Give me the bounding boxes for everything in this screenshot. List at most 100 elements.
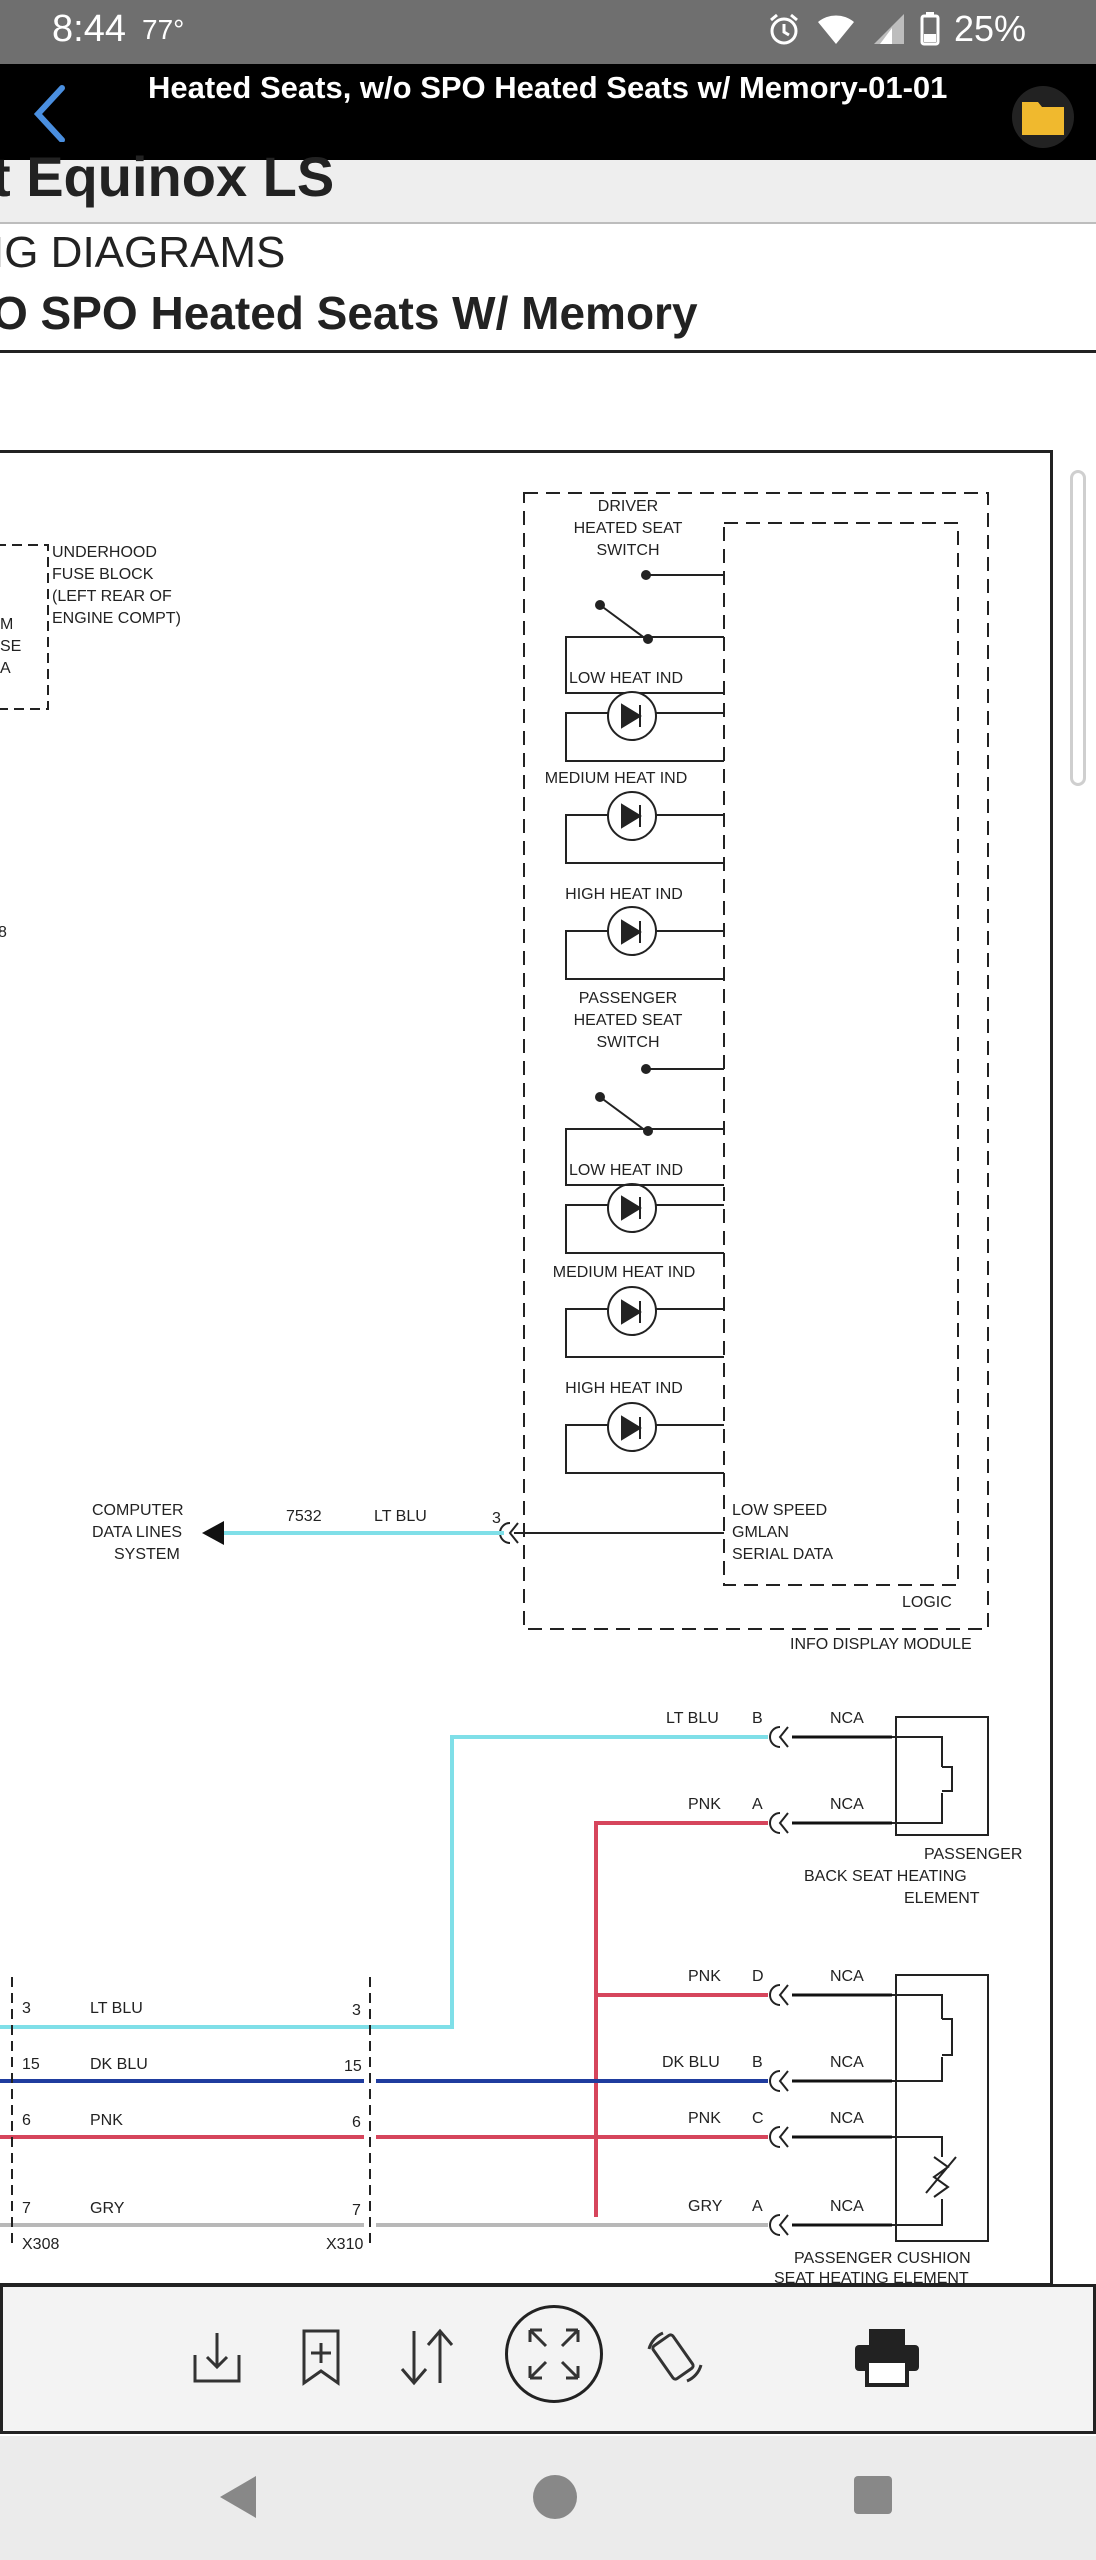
cushion-nca-d: NCA <box>830 1968 864 1985</box>
connector-x308: X308 <box>22 2236 59 2253</box>
back-pin-b: B <box>752 1710 763 1727</box>
x308-wire-dkblu: DK BLU <box>90 2056 148 2073</box>
sort-icon <box>400 2328 454 2386</box>
low-speed-label-2: GMLAN <box>732 1524 789 1541</box>
driver-switch-label-3: SWITCH <box>596 542 659 559</box>
download-icon <box>193 2333 241 2383</box>
info-display-module-box <box>523 492 989 1630</box>
cushion-pin-b: B <box>752 2054 763 2071</box>
print-icon <box>855 2329 919 2387</box>
back-nca-b: NCA <box>830 1710 864 1727</box>
driver-switch-label-2: HEATED SEAT <box>574 520 683 537</box>
cushion-nca-a: NCA <box>830 2198 864 2215</box>
x310-pin-7: 7 <box>352 2202 361 2219</box>
serial-pin: 3 <box>492 1510 501 1527</box>
system-nav-bar <box>0 2436 1096 2560</box>
logic-label: LOGIC <box>902 1594 952 1611</box>
cushion-pin-c: C <box>752 2110 764 2127</box>
passenger-medium-led <box>565 1286 724 1358</box>
battery-level: 25% <box>953 8 1026 49</box>
passenger-switch-label-2: HEATED SEAT <box>574 1012 683 1029</box>
back-element-label-2: BACK SEAT HEATING <box>804 1868 967 1885</box>
x308-pin-7: 7 <box>22 2200 31 2217</box>
fuse-label-4: ENGINE COMPT) <box>52 610 181 627</box>
low-speed-label-1: LOW SPEED <box>732 1502 827 1519</box>
back-wire-ltblu: LT BLU <box>666 1710 719 1727</box>
x308-wire-gry: GRY <box>90 2200 125 2217</box>
passenger-switch-label-1: PASSENGER <box>579 990 677 1007</box>
fuse-label-2: FUSE BLOCK <box>52 566 154 583</box>
cushion-nca-b: NCA <box>830 2054 864 2071</box>
passenger-high-led <box>565 1402 724 1474</box>
recents-icon[interactable] <box>850 2472 896 2518</box>
scrollbar[interactable] <box>1070 470 1086 786</box>
cushion-wire-pnk-c: PNK <box>688 2110 721 2127</box>
x308-pin-6: 6 <box>22 2112 31 2129</box>
back-pin-a: A <box>752 1796 763 1813</box>
x308-pin-3: 3 <box>22 2000 31 2017</box>
circuit-number: 7532 <box>286 1508 322 1525</box>
sort-button[interactable] <box>389 2317 465 2397</box>
fullscreen-icon <box>528 2328 580 2380</box>
cushion-label-2: SEAT HEATING ELEMENT <box>774 2270 969 2283</box>
vehicle-title: t Equinox LS <box>0 145 335 208</box>
cushion-wire-pnk-d: PNK <box>688 1968 721 1985</box>
clock: 8:44 <box>52 8 126 50</box>
x308-wire-pnk: PNK <box>90 2112 123 2129</box>
driver-switch-label-1: DRIVER <box>598 498 658 515</box>
section-title: O SPO Heated Seats W/ Memory <box>0 287 698 339</box>
print-button[interactable] <box>845 2317 929 2397</box>
fuse-label-3: (LEFT REAR OF <box>52 588 172 605</box>
connector-x310: X310 <box>326 2236 363 2253</box>
heating-wires <box>0 1735 768 2227</box>
cut-label: 8 <box>0 924 7 941</box>
back-arrow-icon[interactable] <box>22 82 82 142</box>
section-category: IG DIAGRAMS <box>0 228 286 277</box>
connectors <box>11 1716 989 2245</box>
fuse-cut-2: SE <box>0 638 21 655</box>
folder-icon <box>1022 102 1064 135</box>
back-nca-a: NCA <box>830 1796 864 1813</box>
wiring-diagram-svg: UNDERHOOD FUSE BLOCK (LEFT REAR OF ENGIN… <box>0 492 1022 2287</box>
temperature: 77° <box>142 14 185 45</box>
driver-medium-heat-label: MEDIUM HEAT IND <box>545 770 688 787</box>
bottom-toolbar <box>0 2284 1096 2434</box>
cushion-nca-c: NCA <box>830 2110 864 2127</box>
fuse-cut-3: A <box>0 660 11 677</box>
document-header: t Equinox LS <box>0 145 1096 224</box>
back-icon[interactable] <box>212 2472 262 2522</box>
x308-wire-ltblu: LT BLU <box>90 2000 143 2017</box>
back-wire-pnk: PNK <box>688 1796 721 1813</box>
bookmark-add-button[interactable] <box>283 2317 359 2397</box>
section-heading: IG DIAGRAMS O SPO Heated Seats W/ Memory <box>0 224 1096 353</box>
x308-pin-15: 15 <box>22 2056 40 2073</box>
home-icon[interactable] <box>530 2472 580 2522</box>
driver-switch-symbol <box>565 570 724 694</box>
rotate-button[interactable] <box>637 2317 713 2397</box>
fullscreen-button[interactable] <box>505 2305 603 2403</box>
driver-high-heat-label: HIGH HEAT IND <box>565 886 683 903</box>
x310-pin-15: 15 <box>344 2058 362 2075</box>
fuse-label-1: UNDERHOOD <box>52 544 157 561</box>
computer-data-label-1: COMPUTER <box>92 1502 184 1519</box>
driver-medium-led <box>565 791 724 864</box>
wiring-diagram[interactable]: UNDERHOOD FUSE BLOCK (LEFT REAR OF ENGIN… <box>0 450 1053 2287</box>
passenger-medium-heat-label: MEDIUM HEAT IND <box>553 1264 696 1281</box>
info-display-label: INFO DISPLAY MODULE <box>790 1636 972 1653</box>
serial-wire-color: LT BLU <box>374 1508 427 1525</box>
led-indicators <box>565 691 724 1474</box>
low-speed-label-3: SERIAL DATA <box>732 1546 833 1563</box>
passenger-low-heat-label: LOW HEAT IND <box>569 1162 683 1179</box>
folder-button[interactable] <box>1012 86 1074 148</box>
driver-low-heat-label: LOW HEAT IND <box>569 670 683 687</box>
computer-data-label-3: SYSTEM <box>114 1546 180 1563</box>
wifi-icon <box>817 15 854 44</box>
fuse-block: UNDERHOOD FUSE BLOCK (LEFT REAR OF ENGIN… <box>0 544 181 941</box>
download-button[interactable] <box>179 2317 255 2397</box>
back-element-label-1: PASSENGER <box>924 1846 1022 1863</box>
passenger-high-heat-label: HIGH HEAT IND <box>565 1380 683 1397</box>
fuse-cut-1: M <box>0 616 13 633</box>
passenger-switch-symbol <box>565 1064 724 1186</box>
logic-box <box>723 522 959 1586</box>
app-bar: Heated Seats, w/o SPO Heated Seats w/ Me… <box>0 64 1096 160</box>
